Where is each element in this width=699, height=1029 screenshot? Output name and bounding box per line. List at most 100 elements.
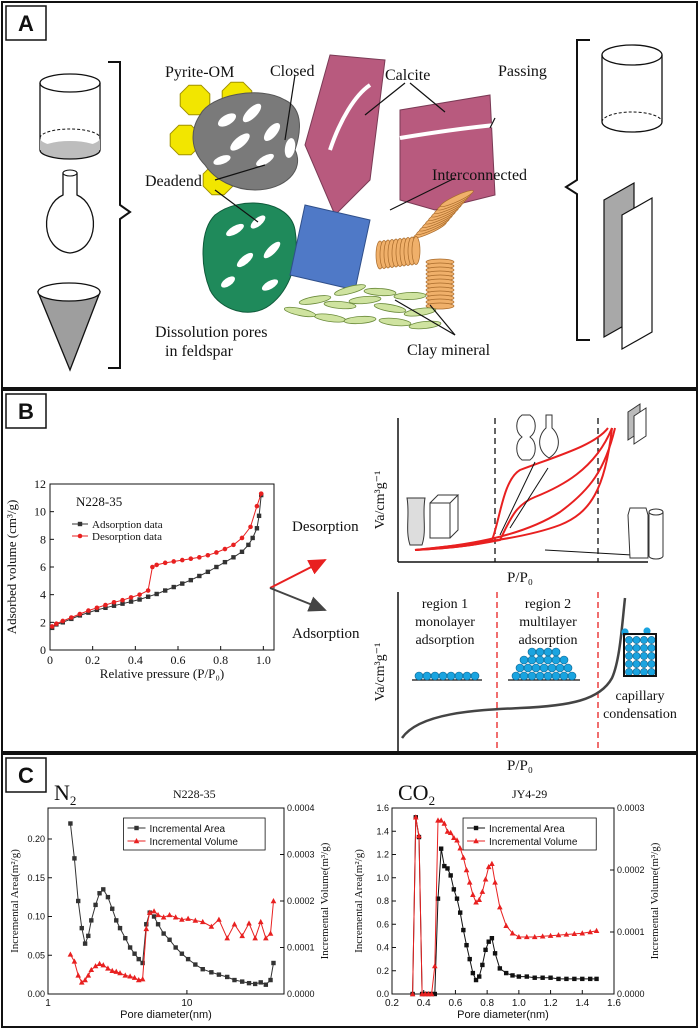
co2-chart-xtick-label-3: 0.8 xyxy=(480,998,494,1009)
isotherm-series-line-0 xyxy=(51,495,262,629)
n2-chart-point-0-32 xyxy=(224,974,230,980)
region2-line1: region 2 xyxy=(525,597,571,612)
n2-chart-point-0-9 xyxy=(101,887,106,892)
isotherm-point-1-11 xyxy=(171,559,177,564)
panel-c-letter: C xyxy=(18,763,34,788)
co2-chart-ytick-label-3: 0.6 xyxy=(376,919,389,929)
n2-chart-point-0-31 xyxy=(216,972,222,977)
co2-chart-ytick-label-2: 0.4 xyxy=(376,943,389,953)
isotherm-ytick-label-1: 2 xyxy=(40,615,46,629)
isotherm-point-0-14 xyxy=(163,588,168,593)
co2-chart-point-0-28 xyxy=(503,970,509,976)
molecule-mono-1 xyxy=(422,671,432,681)
co2-chart-point-0-40 xyxy=(594,976,599,982)
n2-chart-point-0-14 xyxy=(123,936,128,941)
capillary-line1: capillary xyxy=(616,689,665,704)
co2-chart-point-0-8 xyxy=(435,896,441,901)
n2-chart-point-1-36 xyxy=(252,935,258,941)
capillary-line2: condensation xyxy=(603,707,677,722)
co2-chart-point-0-17 xyxy=(464,942,469,948)
isotherm-point-1-13 xyxy=(154,562,159,568)
co2-chart-xtick-label-6: 1.4 xyxy=(575,998,589,1009)
n2-chart-point-1-29 xyxy=(199,918,206,925)
iso-schematic-xlabel: P/P₀ xyxy=(507,570,533,586)
molecule-capillary-1-3 xyxy=(647,644,656,652)
isotherm-ytick-label-3: 6 xyxy=(40,560,46,574)
n2-chart-point-0-0 xyxy=(68,821,73,826)
n2-chart-point-0-25 xyxy=(173,945,178,950)
n2-chart-point-0-15 xyxy=(127,945,133,950)
molecule-multi-2-4 xyxy=(551,655,561,665)
n2-chart-point-1-11 xyxy=(109,967,116,973)
isotherm-xtick-label-2: 0.4 xyxy=(128,653,143,667)
n2-chart-point-1-1 xyxy=(71,958,78,964)
isotherm-point-0-15 xyxy=(171,584,176,590)
n2-chart-point-0-18 xyxy=(140,960,145,966)
co2-chart-point-1-39 xyxy=(587,929,594,935)
panel-a-letter: A xyxy=(18,11,34,36)
co2-chart-point-1-31 xyxy=(523,933,530,940)
n2-chart-ylabel: Incremental Area(m²/g) xyxy=(9,849,21,953)
molecule-multi-3-1 xyxy=(535,647,545,657)
co2-chart-title: JY4-29 xyxy=(512,787,547,801)
co2-chart-point-1-40 xyxy=(593,927,600,933)
isotherm-xtick-label-4: 0.8 xyxy=(213,653,228,667)
n2-chart-point-1-10 xyxy=(105,965,111,971)
co2-chart-point-0-7 xyxy=(432,991,438,997)
isotherm-ytick-label-4: 8 xyxy=(40,532,46,546)
co2-chart-y2tick-label-2: 0.0002 xyxy=(617,865,645,875)
molecule-mono-0 xyxy=(414,671,424,681)
co2-chart-y2tick-label-3: 0.0003 xyxy=(617,803,645,813)
molecule-multi-1-3 xyxy=(539,663,549,673)
label-desorption: Desorption xyxy=(292,519,359,535)
molecule-multi-0-4 xyxy=(543,671,553,681)
co2-chart-point-1-22 xyxy=(479,888,486,894)
n2-chart-point-1-8 xyxy=(96,960,103,966)
molecule-capillary-1-0 xyxy=(625,644,633,652)
co2-chart-point-1-0 xyxy=(409,991,416,997)
isotherm-point-1-6 xyxy=(214,550,219,555)
co2-chart-point-1-12 xyxy=(447,829,454,835)
molecule-capillary-2-3 xyxy=(647,652,656,660)
molecule-mono-6 xyxy=(462,671,472,681)
clay-stack-upper xyxy=(413,190,474,239)
co2-chart-point-0-30 xyxy=(516,974,522,979)
n2-chart-point-0-38 xyxy=(263,982,269,987)
co2-chart-point-0-33 xyxy=(540,975,545,980)
molecule-multi-1-5 xyxy=(555,663,565,673)
n2-chart-point-1-25 xyxy=(172,914,179,920)
n2-chart-point-0-22 xyxy=(155,922,161,927)
quartz-grain xyxy=(289,204,371,291)
n2-chart-legend-box xyxy=(123,817,266,851)
co2-chart-point-0-24 xyxy=(486,939,491,944)
isotherm-ytick-label-2: 4 xyxy=(40,588,46,602)
label-adsorption: Adsorption xyxy=(292,626,360,642)
isotherm-point-0-24 xyxy=(246,542,251,548)
n2-chart-point-1-22 xyxy=(155,911,161,918)
isotherm-point-1-16 xyxy=(137,592,142,597)
co2-chart-point-1-2 xyxy=(416,832,422,839)
n2-chart-point-0-5 xyxy=(86,933,91,939)
n2-chart-point-0-35 xyxy=(246,980,252,986)
label-interconnected: Interconnected xyxy=(432,167,527,184)
n2-chart-point-0-27 xyxy=(185,956,191,962)
isotherm-point-1-19 xyxy=(111,599,117,605)
co2-chart-point-0-12 xyxy=(448,873,453,878)
co2-chart-point-0-36 xyxy=(564,976,569,982)
isotherm-point-1-5 xyxy=(222,546,228,552)
molecule-capillary-2-1 xyxy=(632,652,641,660)
n2-chart-point-0-23 xyxy=(161,931,166,936)
n2-chart-point-0-37 xyxy=(258,980,263,985)
n2-chart-point-1-30 xyxy=(208,923,215,929)
region1-line2: monolayer xyxy=(415,615,475,630)
co2-chart-ytick-label-6: 1.2 xyxy=(376,850,389,860)
n2-chart-point-0-19 xyxy=(144,922,149,927)
co2-chart-point-0-39 xyxy=(588,976,593,982)
molecule-mono-3 xyxy=(438,671,448,681)
hysteresis-schematic xyxy=(397,403,664,563)
co2-chart-point-1-16 xyxy=(460,854,467,860)
co2-chart-xlabel: Pore diameter(nm) xyxy=(457,1009,549,1021)
n2-chart-point-0-26 xyxy=(179,951,185,956)
